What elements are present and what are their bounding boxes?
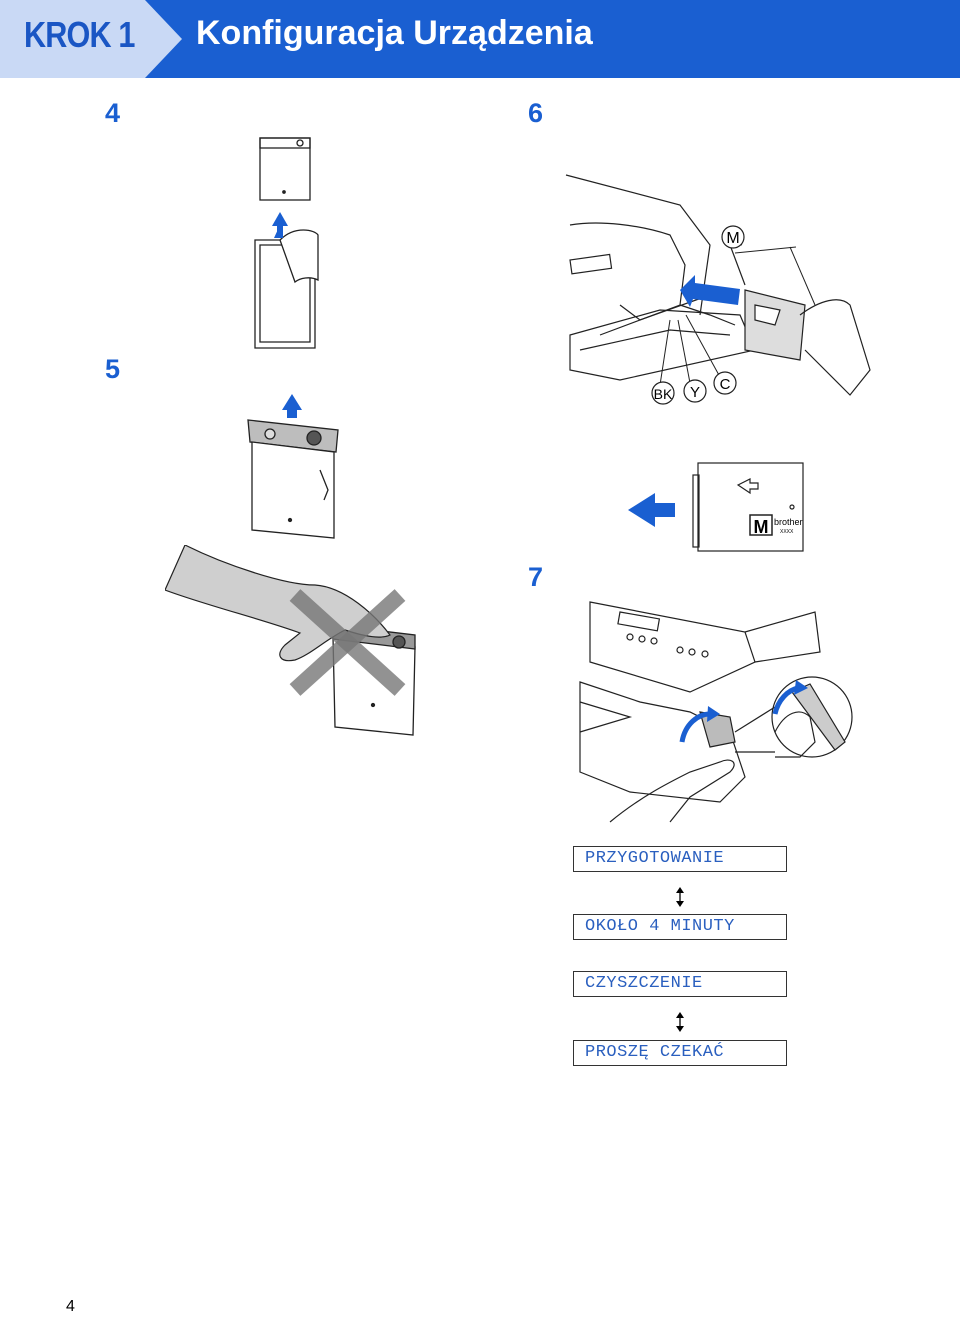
- cartridge-letter: M: [754, 517, 769, 537]
- lcd-message-about-4-minutes: OKOŁO 4 MINUTY: [573, 914, 787, 940]
- cartridge-label-illustration: M brother XXXX: [628, 462, 804, 552]
- callout-y: Y: [683, 379, 707, 403]
- svg-text:Y: Y: [690, 384, 700, 401]
- cartridge-code: XXXX: [780, 529, 794, 535]
- lcd-message-please-wait: PROSZĘ CZEKAĆ: [573, 1040, 787, 1066]
- direction-arrow-icon: [628, 493, 675, 527]
- cartridge-unpack-illustration: [254, 137, 319, 349]
- insert-arrow-icon: [680, 275, 740, 307]
- page-number: 4: [66, 1298, 75, 1315]
- do-not-touch-illustration: [165, 545, 416, 736]
- step-number-7: 7: [528, 562, 544, 592]
- step-badge: KROK 1: [0, 0, 182, 78]
- alternates-icon: [676, 1012, 684, 1032]
- step-number-4: 4: [105, 98, 121, 128]
- svg-text:C: C: [720, 376, 731, 393]
- header-banner: KROK 1 Konfiguracja Urządzenia: [0, 0, 960, 78]
- step-number-6: 6: [528, 98, 544, 128]
- printer-cover-close-illustration: [579, 601, 853, 823]
- page-title: Konfiguracja Urządzenia: [196, 14, 593, 52]
- svg-text:BK: BK: [654, 386, 673, 402]
- curved-arrow-icon: [679, 680, 808, 743]
- step-badge-shape: [0, 0, 182, 78]
- svg-text:M: M: [726, 230, 739, 247]
- prohibited-icon: [289, 589, 406, 696]
- cartridge-cap-illustration: [247, 394, 339, 539]
- step-badge-label: KROK 1: [24, 14, 135, 55]
- callout-m: M: [721, 225, 745, 249]
- callout-bk: BK: [651, 381, 675, 405]
- alternates-icon: [676, 887, 684, 907]
- callout-c: C: [713, 371, 737, 395]
- lcd-message-preparing: PRZYGOTOWANIE: [573, 846, 787, 872]
- printer-cartridge-insert-illustration: M BK Y C: [565, 174, 871, 405]
- cartridge-brand: brother: [774, 517, 803, 527]
- step-number-5: 5: [105, 354, 121, 384]
- lcd-message-cleaning: CZYSZCZENIE: [573, 971, 787, 997]
